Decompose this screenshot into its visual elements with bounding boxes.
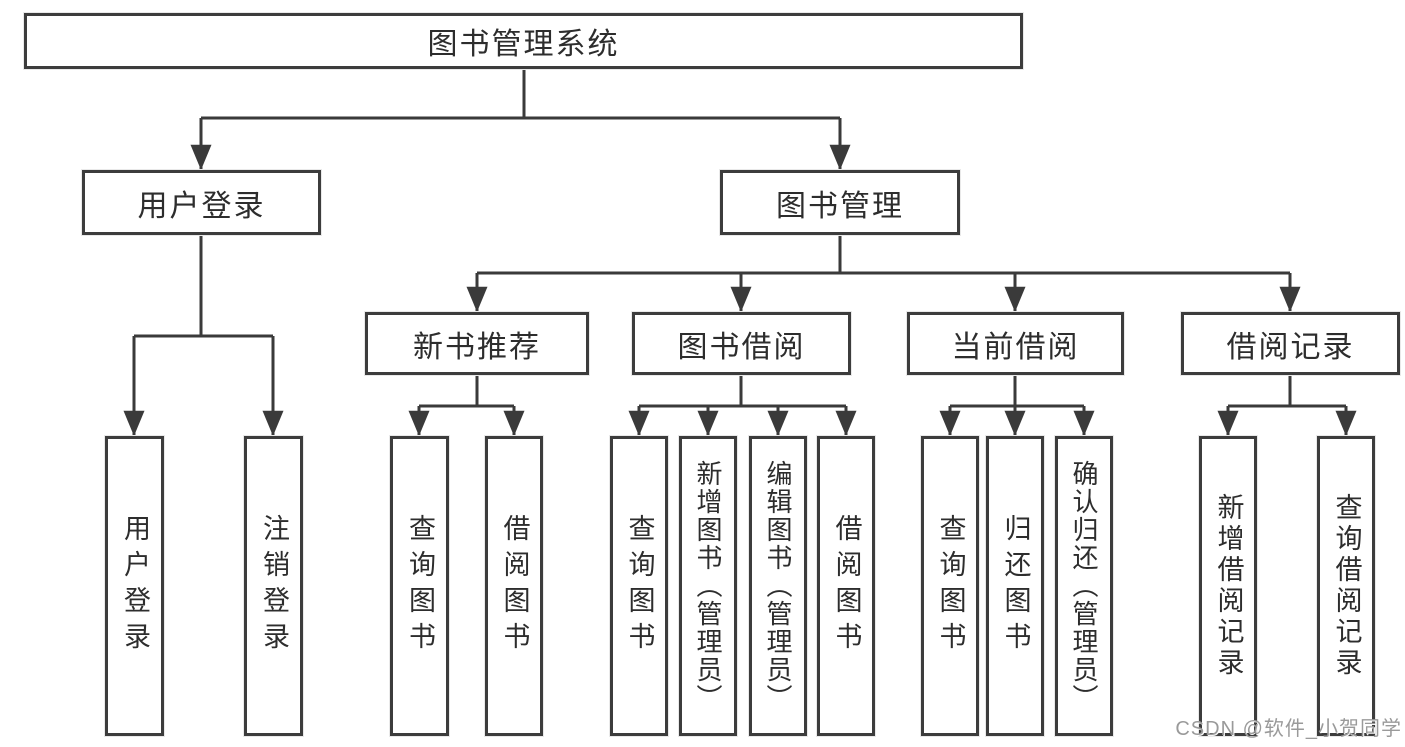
leaf-newbooks-borrow: 借阅图书	[485, 436, 543, 736]
leaf-borrow-borrow: 借阅图书	[817, 436, 875, 736]
leaf-records-add: 新增借阅记录	[1199, 436, 1257, 736]
leaf-newbooks-query-label: 查询图书	[405, 514, 435, 658]
leaf-newbooks-borrow-label: 借阅图书	[499, 514, 530, 658]
leaf-borrow-borrow-label: 借阅图书	[831, 514, 862, 658]
leaf-current-return-label: 归还图书	[1000, 514, 1031, 658]
node-new-books: 新书推荐	[365, 312, 589, 375]
node-user-login: 用户登录	[82, 170, 321, 235]
node-root-label: 图书管理系统	[427, 28, 620, 61]
leaf-newbooks-query: 查询图书	[390, 436, 449, 736]
leaf-current-confirm-admin: 确认归还（管理员）	[1055, 436, 1113, 736]
leaf-user-login: 用户登录	[105, 436, 164, 736]
leaf-borrow-add-admin: 新增图书（管理员）	[679, 436, 737, 736]
leaf-records-add-label: 新增借阅记录	[1213, 493, 1244, 679]
node-borrow-records: 借阅记录	[1181, 312, 1400, 375]
leaf-borrow-add-admin-label: 新增图书（管理员）	[693, 460, 723, 712]
leaf-borrow-query-label: 查询图书	[624, 514, 655, 658]
node-current-borrow: 当前借阅	[907, 312, 1124, 375]
node-book-borrow: 图书借阅	[632, 312, 851, 375]
leaf-current-confirm-admin-label: 确认归还（管理员）	[1069, 460, 1099, 712]
leaf-borrow-edit-admin: 编辑图书（管理员）	[749, 436, 807, 736]
leaf-borrow-edit-admin-label: 编辑图书（管理员）	[763, 460, 793, 712]
node-new-books-label: 新书推荐	[413, 330, 541, 364]
connector-group	[123, 69, 1357, 436]
leaf-borrow-query: 查询图书	[610, 436, 668, 736]
leaf-current-return: 归还图书	[986, 436, 1044, 736]
node-book-mgmt: 图书管理	[720, 170, 960, 235]
node-book-mgmt-label: 图书管理	[776, 189, 904, 223]
node-current-borrow-label: 当前借阅	[951, 330, 1080, 364]
leaf-records-query-label: 查询借阅记录	[1331, 493, 1362, 679]
node-book-borrow-label: 图书借阅	[677, 330, 806, 364]
node-borrow-records-label: 借阅记录	[1226, 330, 1355, 364]
leaf-user-login-label: 用户登录	[120, 514, 150, 658]
leaf-current-query: 查询图书	[921, 436, 979, 736]
leaf-records-query: 查询借阅记录	[1317, 436, 1375, 736]
leaf-logout: 注销登录	[244, 436, 303, 736]
leaf-logout-label: 注销登录	[259, 514, 289, 658]
leaf-current-query-label: 查询图书	[935, 514, 966, 658]
node-user-login-label: 用户登录	[137, 189, 266, 223]
node-root: 图书管理系统	[24, 13, 1023, 69]
csdn-watermark: CSDN @软件_小贺同学	[1175, 718, 1402, 740]
